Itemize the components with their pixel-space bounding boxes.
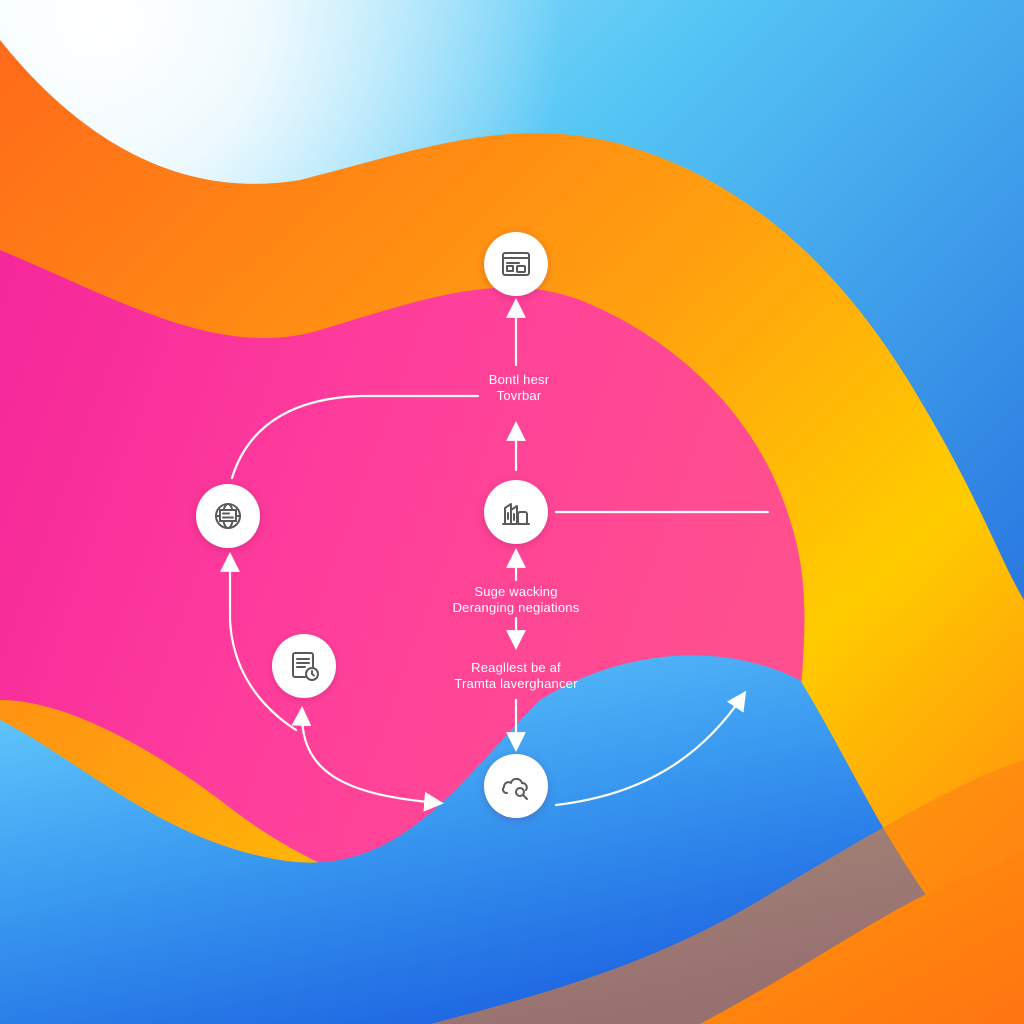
browser-node[interactable]: [484, 232, 548, 296]
bottom-step-label-line2: Tramta laverghancer: [454, 676, 578, 691]
bottom-step-label: Reagllest be af Tramta laverghancer: [454, 660, 577, 692]
top-step-label-line1: Bontl hesr: [488, 372, 550, 387]
bottom-step-label-line1: Reagllest be af: [471, 660, 561, 675]
middle-step-label-line1: Suge wacking: [474, 584, 558, 599]
connector-loop-to-globe: [220, 552, 298, 732]
connector-cloud-out: [554, 690, 747, 807]
globe-node[interactable]: [196, 484, 260, 548]
connector-schedule-to-cloud: [291, 706, 444, 812]
top-step-label-line2: Tovrbar: [496, 388, 542, 403]
schedule-node[interactable]: [272, 634, 336, 698]
globe-document-icon: [215, 503, 241, 529]
middle-step-label-line2: Deranging negiations: [452, 600, 580, 615]
document-clock-icon: [292, 652, 319, 681]
browser-window-icon: [502, 252, 530, 276]
cloud-search-icon: [502, 777, 528, 800]
cloud-node[interactable]: [484, 754, 548, 818]
top-step-label: Bontl hesr Tovrbar: [489, 372, 550, 404]
building-analytics-icon: [502, 503, 530, 525]
middle-step-label: Suge wacking Deranging negiations: [453, 584, 580, 616]
connector-globe-to-top: [230, 394, 480, 480]
hub-node[interactable]: [484, 480, 548, 544]
